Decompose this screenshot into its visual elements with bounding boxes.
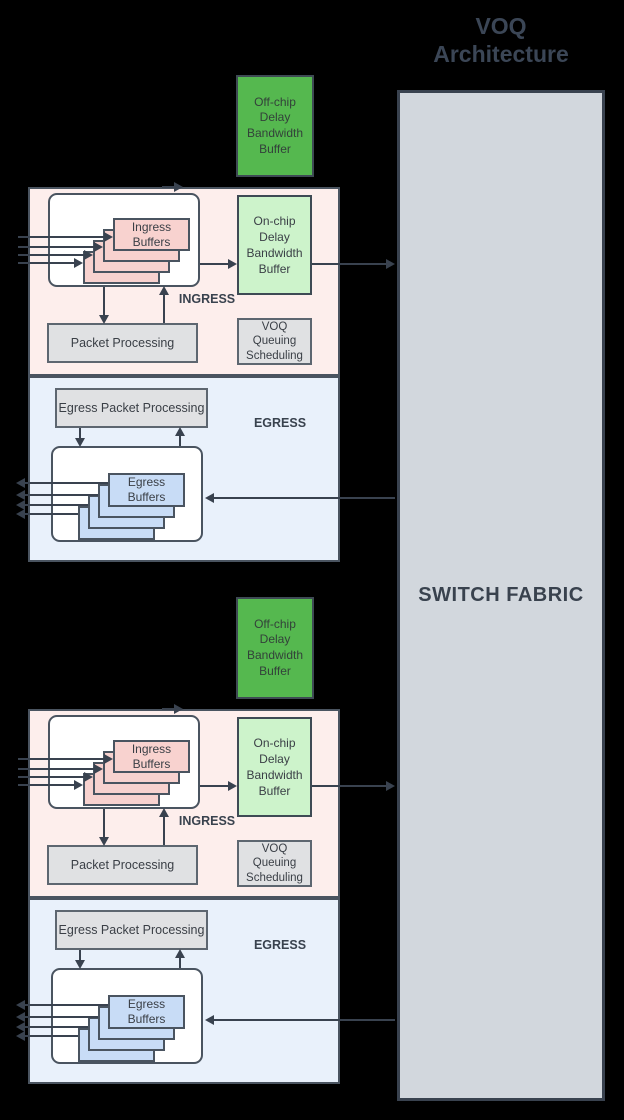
line-card-1: Off-chip Delay Bandwidth Buffer Ingress …	[0, 75, 405, 567]
onchip-to-fabric-arrow	[312, 259, 395, 269]
onchip-buffer-label: On-chip Delay Bandwidth Buffer	[246, 213, 303, 277]
egress-section-label: EGRESS	[253, 938, 307, 952]
buffers-to-packet-processing-arrow	[99, 287, 109, 324]
egress-packet-processing-label: Egress Packet Processing	[58, 923, 205, 937]
offchip-buffer-label: Off-chip Delay Bandwidth Buffer	[246, 94, 304, 156]
onchip-buffer-label: On-chip Delay Bandwidth Buffer	[246, 735, 303, 799]
ingress-top-arrow	[162, 704, 183, 714]
switch-fabric-label: SWITCH FABRIC	[418, 584, 584, 606]
onchip-to-fabric-arrow	[312, 781, 395, 791]
packet-processing-label: Packet Processing	[70, 858, 175, 872]
packet-processing-label: Packet Processing	[70, 336, 175, 350]
ingress-section-label: INGRESS	[178, 292, 236, 306]
packet-processing-box: Packet Processing	[47, 323, 198, 363]
diagram-title-line2: Architecture	[433, 40, 569, 67]
ingress-input-arrow-1	[18, 754, 113, 764]
ingress-top-arrow	[162, 182, 183, 192]
egress-output-arrow-3	[16, 1022, 88, 1032]
ingress-input-arrow-3	[18, 250, 93, 260]
egress-output-arrow-3	[16, 500, 88, 510]
egress-packet-processing-box: Egress Packet Processing	[55, 910, 208, 950]
egress-buffers-label: Egress Buffers	[127, 475, 166, 504]
ingress-buffer-box-1: Ingress Buffers	[113, 740, 190, 773]
voq-queuing-scheduling-box: VOQ Queuing Scheduling	[237, 318, 312, 365]
ingress-section-label: INGRESS	[178, 814, 236, 828]
buffers-to-packet-processing-arrow	[99, 809, 109, 846]
packet-processing-to-buffers-arrow	[159, 286, 169, 323]
diagram-title-line1: VOQ	[475, 13, 527, 39]
ingress-input-arrow-1	[18, 232, 113, 242]
egress-buffers-to-pp-arrow	[175, 427, 185, 446]
egress-packet-processing-box: Egress Packet Processing	[55, 388, 208, 428]
ingress-buffers-label: Ingress Buffers	[131, 741, 172, 771]
offchip-buffer-box: Off-chip Delay Bandwidth Buffer	[236, 75, 314, 177]
ingress-input-arrow-3	[18, 772, 93, 782]
egress-buffer-box-1: Egress Buffers	[108, 473, 185, 507]
packet-processing-box: Packet Processing	[47, 845, 198, 885]
egress-section-label: EGRESS	[253, 416, 307, 430]
egress-pp-to-buffers-arrow	[75, 428, 85, 447]
line-card-2: Off-chip Delay Bandwidth Buffer Ingress …	[0, 597, 405, 1089]
fabric-to-egress-arrow	[205, 1015, 395, 1025]
egress-output-arrow-2	[16, 1012, 98, 1022]
offchip-buffer-label: Off-chip Delay Bandwidth Buffer	[246, 616, 304, 678]
egress-output-arrow-2	[16, 490, 98, 500]
buffers-to-onchip-arrow	[200, 781, 237, 791]
buffers-to-onchip-arrow	[200, 259, 237, 269]
egress-output-arrow-1	[16, 1000, 108, 1010]
voq-queuing-scheduling-label: VOQ Queuing Scheduling	[246, 842, 303, 884]
egress-pp-to-buffers-arrow	[75, 950, 85, 969]
ingress-input-arrow-2	[18, 764, 103, 774]
egress-output-arrow-1	[16, 478, 108, 488]
ingress-buffer-box-1: Ingress Buffers	[113, 218, 190, 251]
egress-packet-processing-label: Egress Packet Processing	[58, 401, 205, 415]
voq-queuing-scheduling-box: VOQ Queuing Scheduling	[237, 840, 312, 887]
diagram-title: VOQ Architecture	[387, 13, 615, 68]
egress-buffers-to-pp-arrow	[175, 949, 185, 968]
onchip-buffer-box: On-chip Delay Bandwidth Buffer	[237, 717, 312, 817]
switch-fabric-box: SWITCH FABRIC	[397, 90, 605, 1101]
offchip-buffer-box: Off-chip Delay Bandwidth Buffer	[236, 597, 314, 699]
ingress-input-arrow-4	[18, 258, 83, 268]
ingress-input-arrow-4	[18, 780, 83, 790]
ingress-input-arrow-2	[18, 242, 103, 252]
voq-queuing-scheduling-label: VOQ Queuing Scheduling	[246, 320, 303, 362]
egress-buffer-box-1: Egress Buffers	[108, 995, 185, 1029]
egress-output-arrow-4	[16, 509, 78, 519]
fabric-to-egress-arrow	[205, 493, 395, 503]
egress-buffers-label: Egress Buffers	[127, 997, 166, 1026]
onchip-buffer-box: On-chip Delay Bandwidth Buffer	[237, 195, 312, 295]
packet-processing-to-buffers-arrow	[159, 808, 169, 845]
egress-output-arrow-4	[16, 1031, 78, 1041]
ingress-buffers-label: Ingress Buffers	[131, 219, 172, 249]
